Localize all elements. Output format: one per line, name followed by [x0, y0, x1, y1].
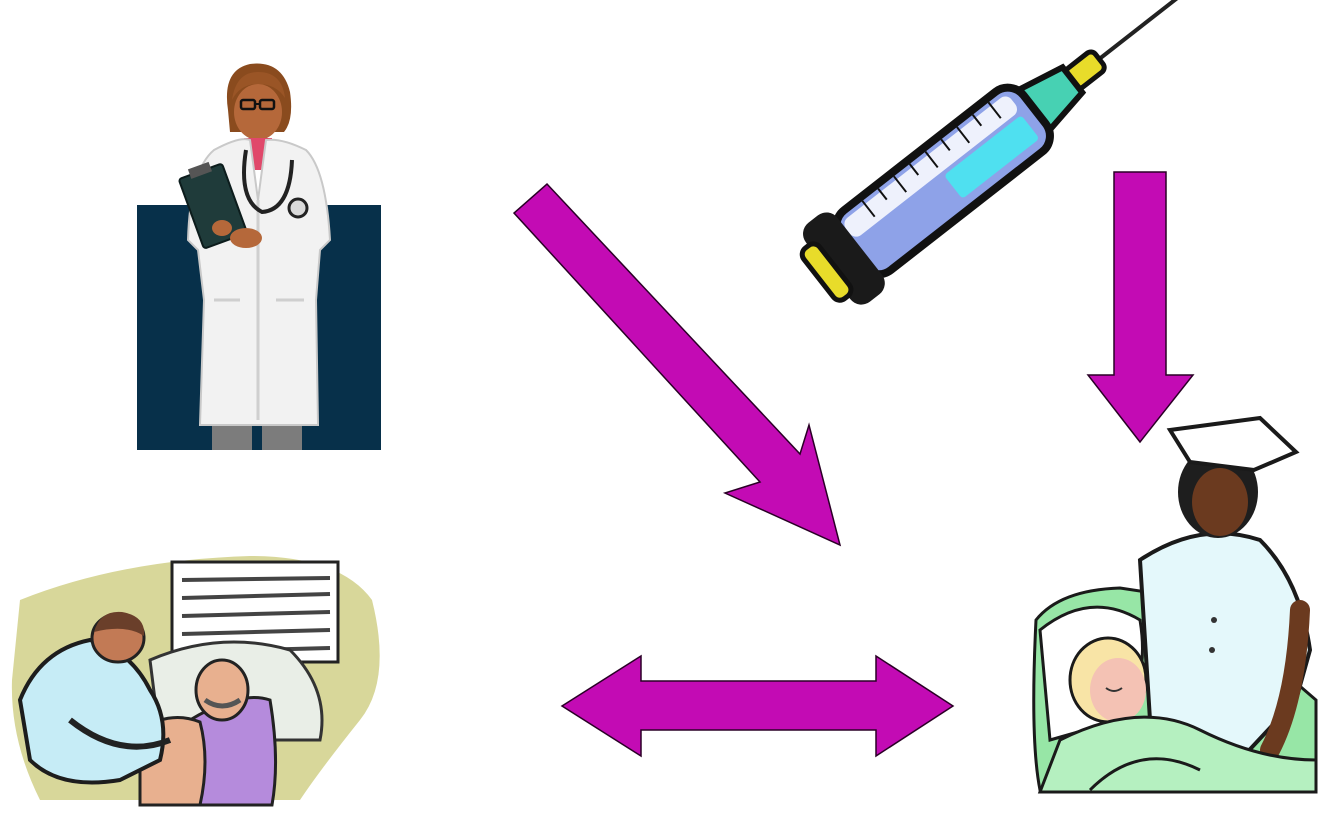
double-arrow-physician-nurse	[562, 656, 953, 756]
doctor-clipart-icon	[137, 64, 381, 450]
syringe-clipart-icon	[788, 0, 1237, 318]
arrow-doctor-to-nurse	[514, 184, 840, 545]
physician-examining-patient-clipart-icon	[12, 556, 380, 805]
nurse-with-child-clipart-icon	[1034, 418, 1316, 792]
arrow-syringe-to-nurse	[1088, 172, 1193, 442]
